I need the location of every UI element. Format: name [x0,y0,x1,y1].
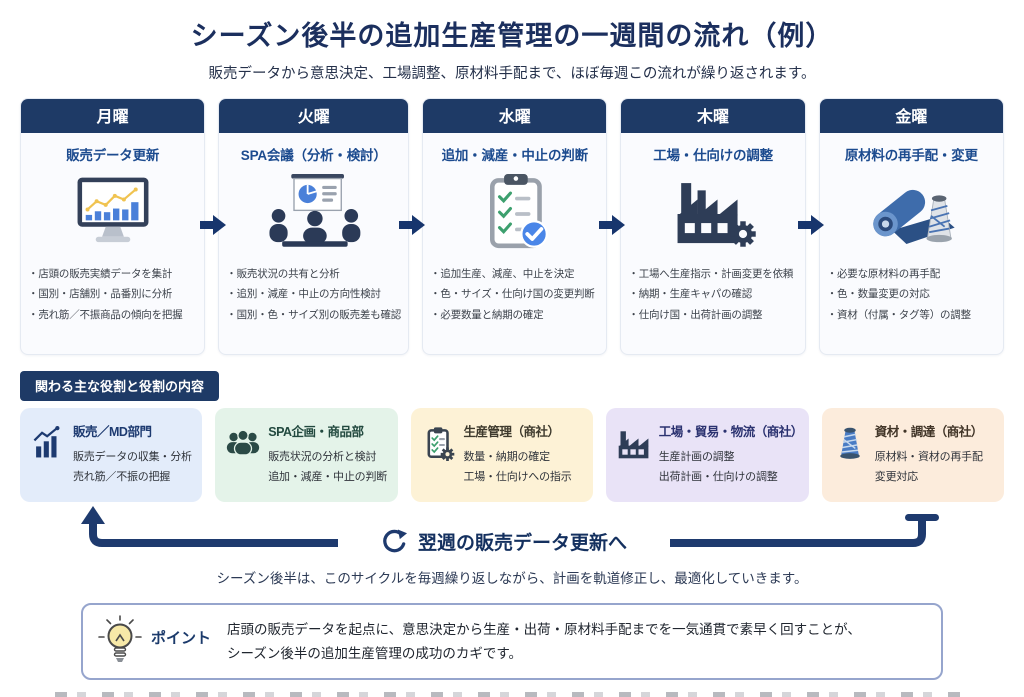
bullet-item: 販売状況の共有と分析 [226,264,401,284]
bullet-item: 色・サイズ・仕向け国の変更判断 [430,284,599,304]
day-task: SPA会議（分析・検討） [240,148,387,163]
role-card-factory-trade-logistics: 工場・貿易・物流（商社） 生産計画の調整 出荷計画・仕向けの調整 [605,408,809,502]
thread-cone-icon [832,418,868,492]
cycle-caption: シーズン後半は、このサイクルを毎週繰り返しながら、計画を軌道修正し、最適化してい… [216,571,808,586]
day-bullets: 店頭の販売実績データを集計 国別・店舗別・品番別に分析 売れ筋／不振商品の傾向を… [21,264,204,325]
point-text: 店頭の販売データを起点に、意思決定から生産・出荷・原材料手配までを一気通貫で素早… [219,618,861,667]
cutoff-text-fragment [55,692,969,697]
role-line: 工場・仕向けへの指示 [463,470,572,483]
growth-chart-icon [30,418,66,492]
day-header: 木曜 [621,99,805,133]
role-title: 販売／MD部門 [73,425,152,439]
point-text-line1: 店頭の販売データを起点に、意思決定から生産・出荷・原材料手配までを一気通貫で素早… [227,622,861,637]
bullet-item: 追加生産、減産、中止を決定 [430,264,599,284]
role-card-sales-md: 販売／MD部門 販売データの収集・分析 売れ筋／不振の把握 [20,408,203,502]
page-subtitle: 販売データから意思決定、工場調整、原材料手配まで、ほぼ毎週この流れが繰り返されま… [208,66,816,82]
lightbulb-icon [98,615,142,662]
roles-row: 販売／MD部門 販売データの収集・分析 売れ筋／不振の把握 SPA企画・商品部 … [20,408,1005,502]
roles-section-label: 関わる主な役割と役割の内容 [20,371,220,401]
day-card-monday: 月曜 販売データ更新 店頭の販売実績データを集計 [20,98,206,355]
day-card-thursday: 木曜 工場・仕向けの調整 [620,98,806,355]
day-task: 追加・減産・中止の判断 [441,148,589,163]
role-title: 資材・調達（商社） [874,425,984,439]
role-line: 販売状況の分析と検討 [268,451,377,463]
flow-arrow-right-icon [599,215,625,235]
weekday-flow-row: 月曜 販売データ更新 店頭の販売実績データを集計 [20,98,1004,355]
bullet-item: 国別・店舗別・品番別に分析 [28,284,197,304]
point-label: ポイント [151,630,212,647]
day-task: 原材料の再手配・変更 [844,148,978,163]
bullet-item: 納期・生産キャパの確認 [628,284,797,304]
day-card-wednesday: 水曜 追加・減産・中止の判断 [422,98,608,355]
role-line: 生産計画の調整 [658,451,735,463]
role-title: 生産管理（商社） [463,425,561,439]
factory-gear-icon [621,164,804,263]
bullet-item: 必要な原材料の再手配 [827,264,996,284]
page-title: シーズン後半の追加生産管理の一週間の流れ（例） [190,21,834,51]
role-card-production-control: 生産管理（商社） 数量・納期の確定 工場・仕向けへの指示 [410,408,593,502]
bullet-item: 仕向け国・出荷計画の調整 [628,305,797,325]
role-line: 販売データの収集・分析 [73,451,192,463]
day-card-tuesday: 火曜 SPA会議（分析・検討） [218,98,410,355]
role-line: 数量・納期の確定 [463,451,551,463]
meeting-presentation-icon [219,164,408,263]
day-bullets: 工場へ生産指示・計画変更を依頼 納期・生産キャパの確認 仕向け国・出荷計画の調整 [621,264,804,325]
monitor-sales-chart-icon [21,164,204,263]
point-text-line2: シーズン後半の追加生産管理の成功のカギです。 [227,646,522,662]
cycle-loop-line [81,506,939,547]
clipboard-gear-icon [421,418,457,492]
role-line: 変更対応 [874,470,918,483]
cycle-text: 翌週の販売データ更新へ [417,533,627,554]
flow-arrow-right-icon [399,215,425,235]
day-card-friday: 金曜 原材料の再手配・変更 必要な原材料の再手配 色・数量変更の対応 資材 [818,98,1004,355]
cycle-loop: 翌週の販売データ更新へ [0,502,1024,564]
bullet-item: 追別・減産・中止の方向性検討 [226,284,401,304]
role-card-materials-procurement: 資材・調達（商社） 原材料・資材の再手配 変更対応 [821,408,1005,502]
refresh-cycle-icon [383,529,408,553]
point-box: ポイント 店頭の販売データを起点に、意思決定から生産・出荷・原材料手配までを一気… [81,603,943,680]
day-bullets: 追加生産、減産、中止を決定 色・サイズ・仕向け国の変更判断 必要数量と納期の確定 [423,264,606,325]
team-icon [225,418,261,492]
role-title: 工場・貿易・物流（商社） [658,425,804,439]
day-header: 月曜 [21,99,205,133]
bullet-item: 必要数量と納期の確定 [430,305,599,325]
checklist-decision-icon [423,164,606,263]
bullet-item: 資材（付属・タグ等）の調整 [827,305,996,325]
day-bullets: 販売状況の共有と分析 追別・減産・中止の方向性検討 国別・色・サイズ別の販売差も… [219,264,408,325]
role-title: SPA企画・商品部 [268,425,364,439]
bullet-item: 工場へ生産指示・計画変更を依頼 [628,264,797,284]
fabric-roll-thread-icon [820,164,1003,263]
cycle-label: 翌週の販売データ更新へ [338,528,670,555]
flow-arrow-right-icon [200,215,226,235]
bullet-item: 国別・色・サイズ別の販売差も確認 [226,305,402,325]
role-line: 追加・減産・中止の判断 [268,470,388,483]
bullet-item: 店頭の販売実績データを集計 [28,264,197,284]
role-card-spa-planning: SPA企画・商品部 販売状況の分析と検討 追加・減産・中止の判断 [215,408,398,502]
flow-arrow-right-icon [798,215,824,235]
day-header: 金曜 [819,99,1003,133]
bullet-item: 色・数量変更の対応 [827,284,996,304]
role-line: 原材料・資材の再手配 [874,451,983,463]
role-line: 売れ筋／不振の把握 [73,470,171,483]
role-line: 出荷計画・仕向けの調整 [658,470,778,483]
bullet-item: 売れ筋／不振商品の傾向を把握 [28,305,197,325]
day-bullets: 必要な原材料の再手配 色・数量変更の対応 資材（付属・タグ等）の調整 [820,264,1003,325]
day-header: 水曜 [423,99,607,133]
factory-icon [616,418,652,492]
day-header: 火曜 [219,99,409,133]
day-task: 販売データ更新 [66,148,160,163]
day-task: 工場・仕向けの調整 [653,148,773,163]
